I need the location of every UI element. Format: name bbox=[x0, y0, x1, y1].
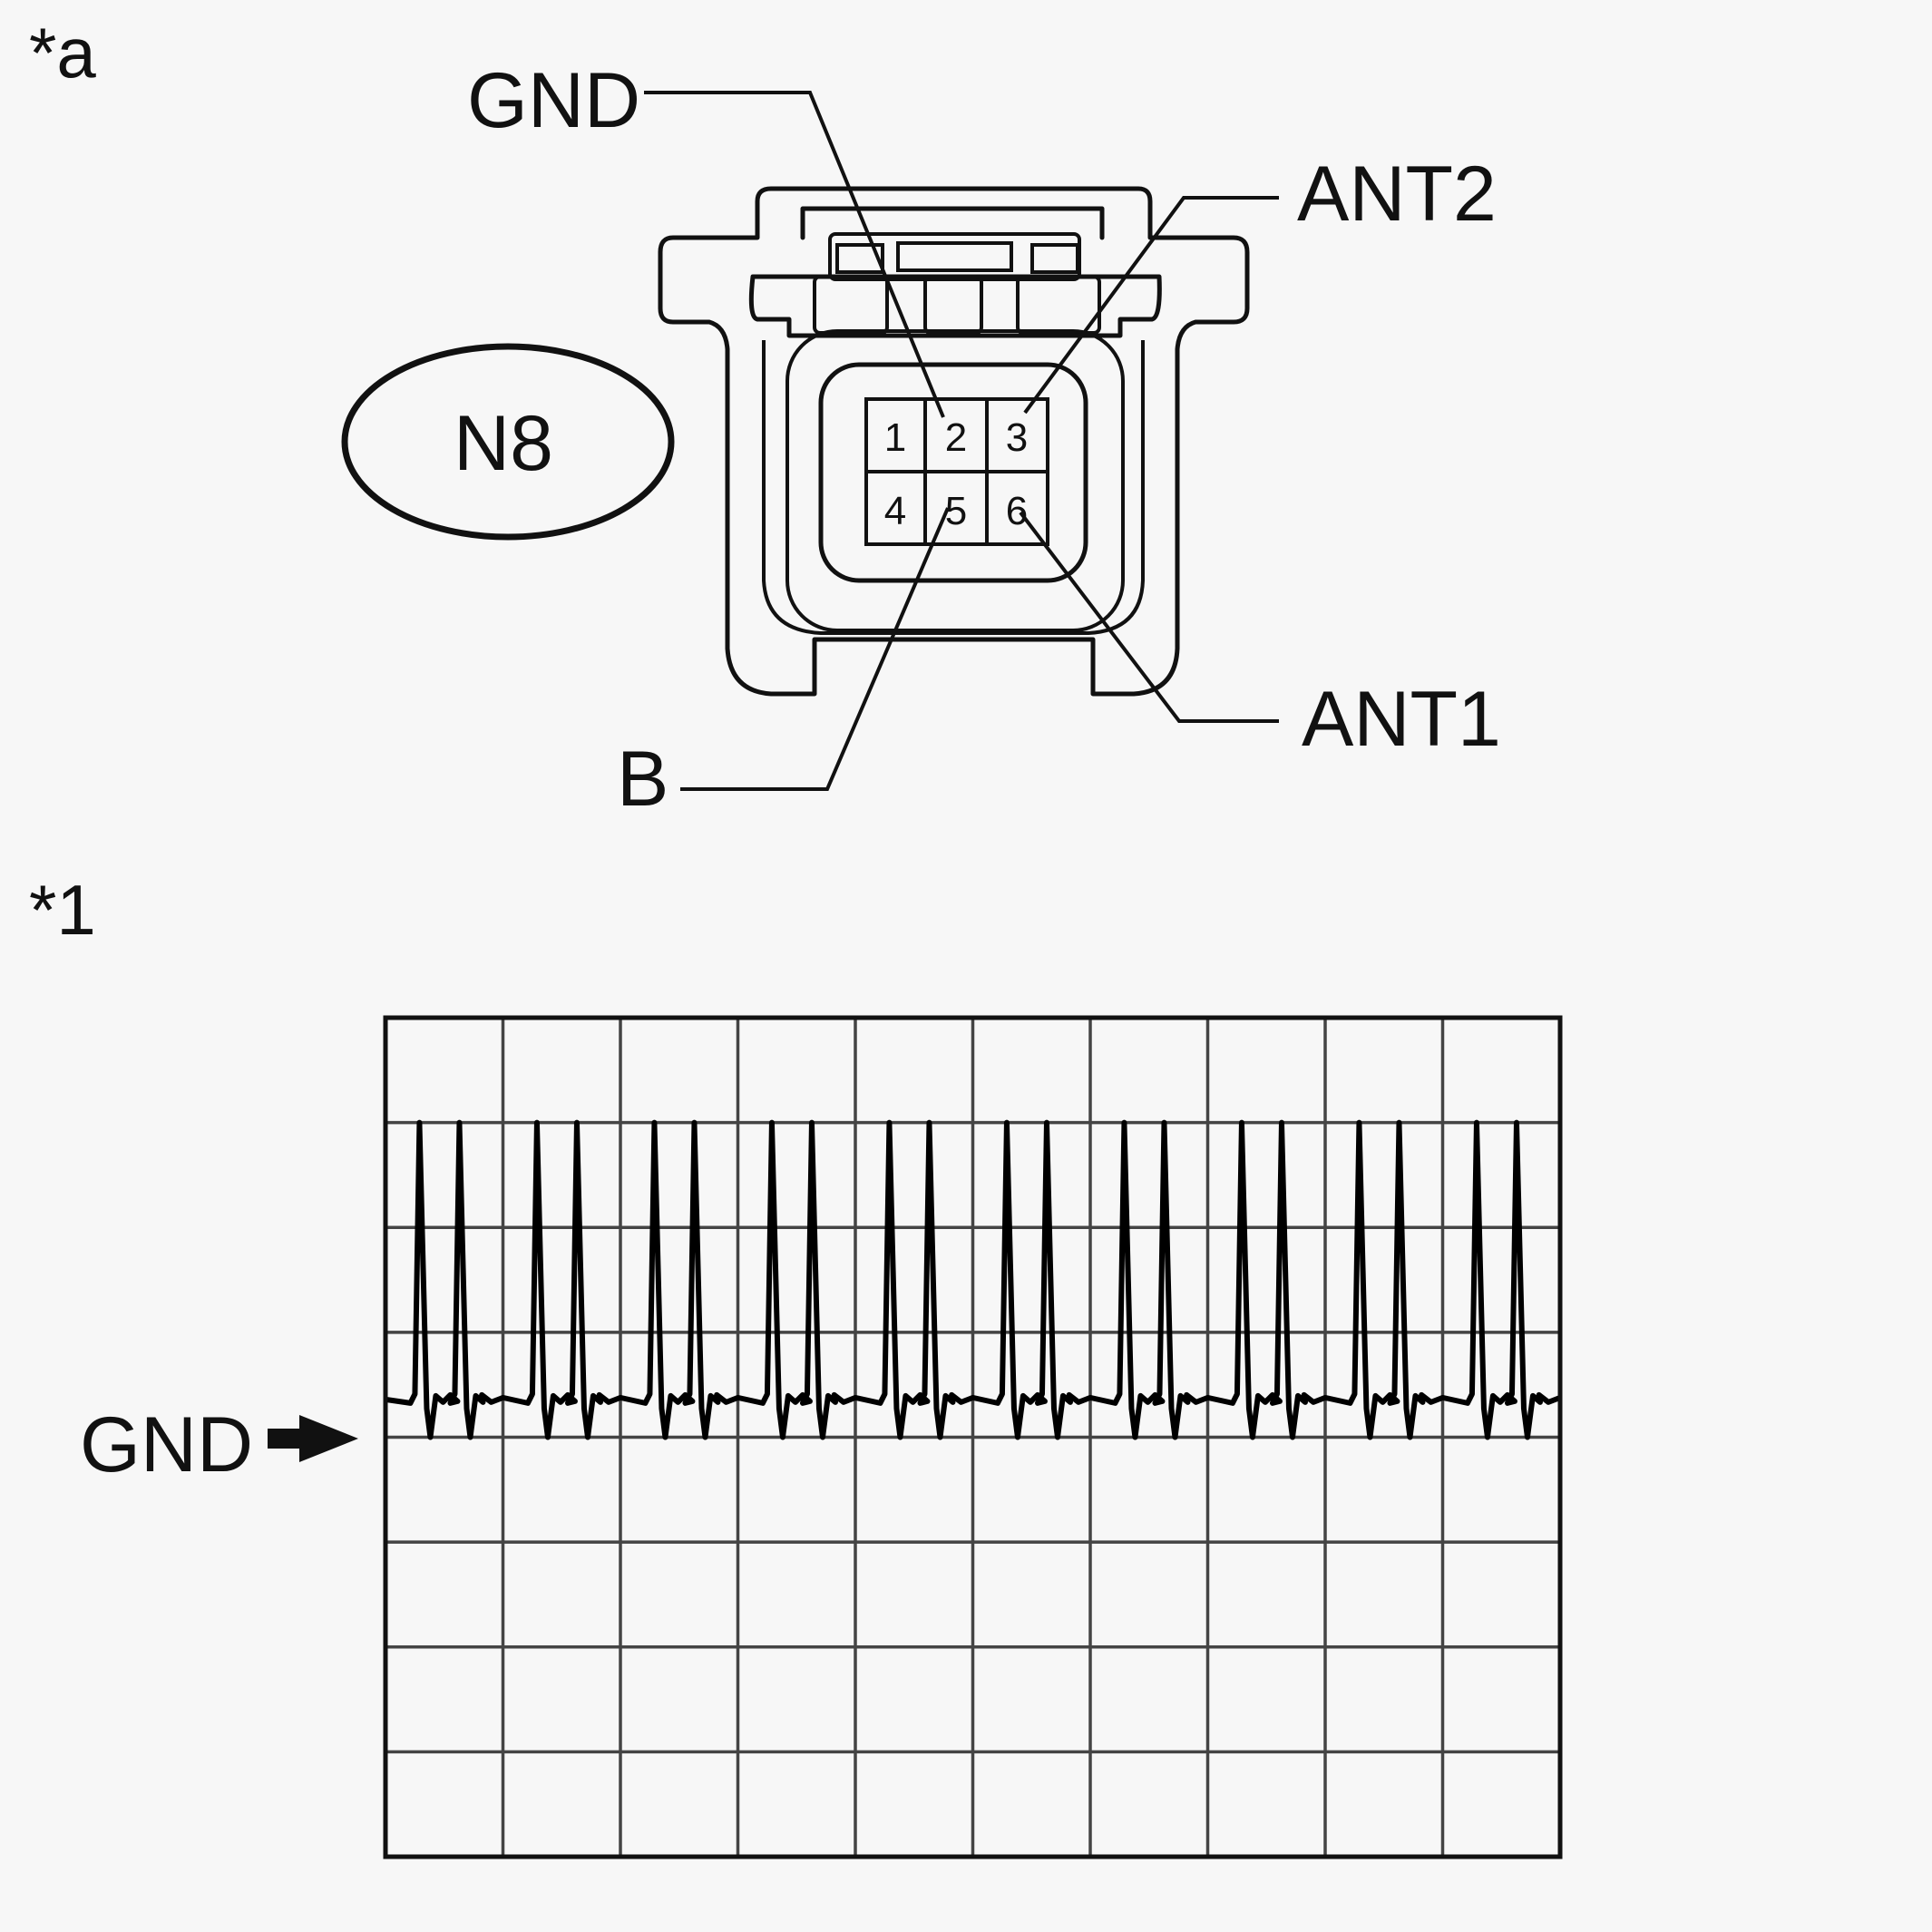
pin-2-label: 2 bbox=[945, 415, 967, 460]
oscilloscope-screen bbox=[383, 1015, 1563, 1859]
gnd-pin-label: GND bbox=[467, 57, 640, 144]
lock-tab-right bbox=[1030, 243, 1079, 274]
arrow-right-icon bbox=[268, 1415, 358, 1462]
housing-cavity bbox=[785, 329, 1125, 632]
figure-a: *a N8 bbox=[29, 13, 1501, 823]
figure-a-tag: *a bbox=[29, 13, 96, 93]
ant2-pin-label: ANT2 bbox=[1297, 151, 1497, 238]
connector-id-label: N8 bbox=[454, 400, 553, 487]
pin-4-label: 4 bbox=[884, 489, 906, 533]
ledge-block-right bbox=[1016, 275, 1101, 335]
lock-tab-left bbox=[835, 243, 884, 274]
housing-top-ridge bbox=[800, 206, 1105, 240]
connector-id-callout: N8 bbox=[341, 343, 675, 541]
ledge-block-center bbox=[923, 275, 983, 335]
ledge-block-left bbox=[813, 275, 889, 335]
ant1-pin-label: ANT1 bbox=[1302, 676, 1501, 763]
connector-id-oval bbox=[341, 343, 675, 541]
gnd-leader-line bbox=[644, 91, 945, 418]
pin-5-label: 5 bbox=[945, 489, 967, 533]
pin-1-label: 1 bbox=[884, 415, 906, 460]
pin-3-label: 3 bbox=[1006, 415, 1028, 460]
housing-outer-body bbox=[658, 186, 1250, 697]
b-leader-line bbox=[680, 507, 950, 791]
pin-6-label: 6 bbox=[1006, 489, 1028, 533]
ant2-leader-line bbox=[1023, 196, 1279, 415]
figure-1: *1 GND bbox=[29, 870, 1563, 1859]
gnd-reference-label: GND bbox=[80, 1401, 253, 1488]
lock-latch-center bbox=[896, 241, 1013, 272]
ant1-leader-line bbox=[1019, 511, 1279, 723]
connector-housing: 1 2 3 4 5 6 bbox=[658, 186, 1250, 697]
housing-ledge bbox=[748, 274, 1162, 338]
scope-frame bbox=[383, 1015, 1563, 1859]
waveform-trace bbox=[385, 1119, 1562, 1440]
figure-1-tag: *1 bbox=[29, 870, 96, 950]
b-pin-label: B bbox=[617, 736, 668, 823]
housing-inner-wall bbox=[762, 340, 1145, 635]
terminal-surround bbox=[818, 362, 1088, 583]
scope-grid bbox=[385, 1018, 1560, 1857]
